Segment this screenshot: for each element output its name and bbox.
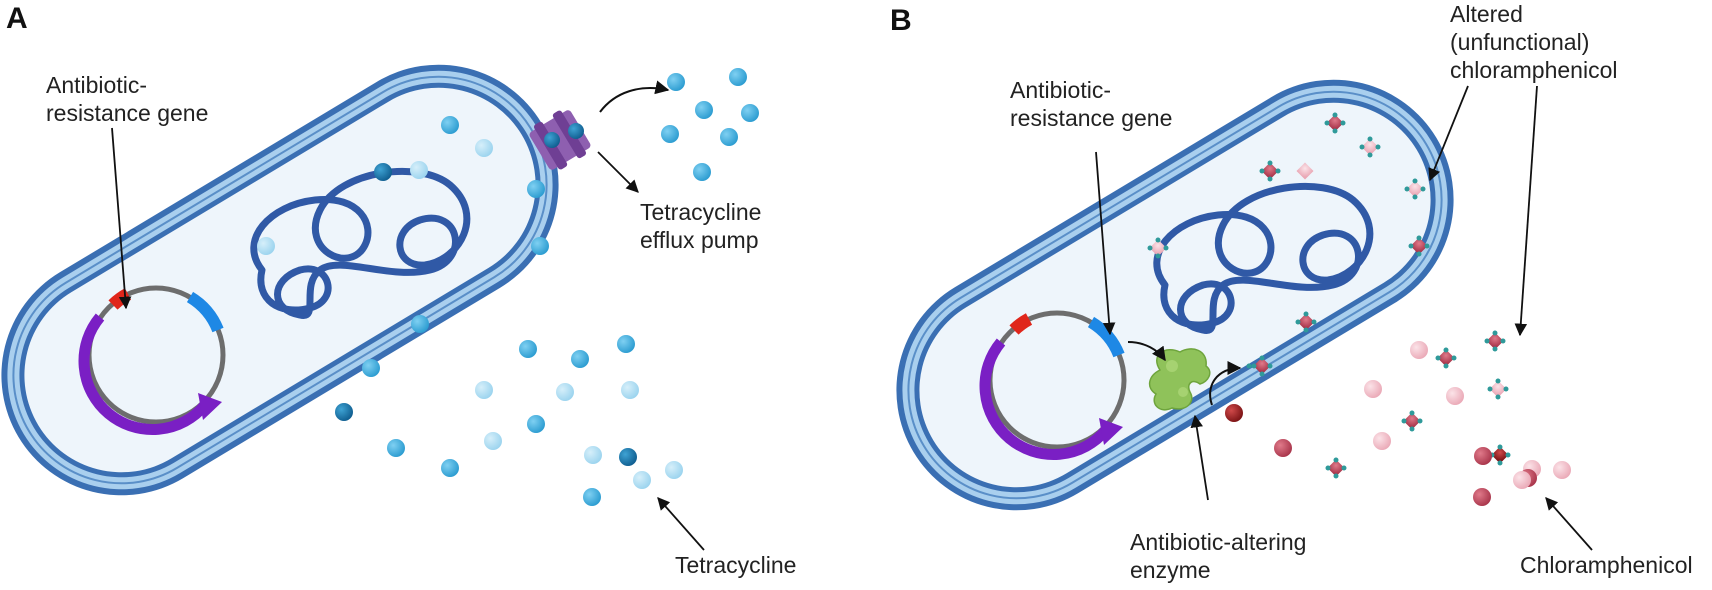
pump-label-pointer	[597, 151, 639, 193]
tetracycline-molecule	[665, 461, 683, 479]
altered-label-pointer-b	[1514, 85, 1538, 337]
chloramphenicol-molecule	[1553, 461, 1571, 479]
chloramphenicol-molecule	[1410, 341, 1428, 359]
tetracycline-molecules	[257, 68, 759, 506]
gene-to-enzyme-arrow	[1127, 341, 1166, 362]
altered-label-line2: (unfunctional)	[1450, 29, 1589, 55]
chloramphenicol-pointer	[1545, 497, 1593, 551]
antibiotic-altering-enzyme-icon	[1148, 348, 1211, 411]
cytoplasm	[919, 102, 1431, 488]
altered-label-line3: chloramphenicol	[1450, 57, 1617, 83]
chromosome-a	[250, 167, 471, 319]
chloramphenicol-molecule	[1473, 488, 1491, 506]
plasmid-arrowhead	[1099, 418, 1123, 445]
chloramphenicol-molecule	[1513, 471, 1531, 489]
altered-label-line1: Altered	[1450, 1, 1523, 27]
plasmid-blue-segment	[1087, 316, 1125, 358]
tetracycline-molecule	[475, 381, 493, 399]
enzyme-action-arrow	[1209, 361, 1242, 406]
tetracycline-molecule	[571, 350, 589, 368]
tetracycline-molecule	[257, 237, 275, 255]
panel-b: B	[890, 1, 1693, 583]
gene-label-b-line2: resistance gene	[1010, 105, 1172, 131]
chloramphenicol-label: Chloramphenicol	[1520, 552, 1693, 578]
tetracycline-molecule	[695, 101, 713, 119]
tetracycline-molecule	[475, 139, 493, 157]
tetracycline-molecule	[583, 488, 601, 506]
tetracycline-label: Tetracycline	[675, 552, 796, 578]
plasmid-a	[78, 285, 226, 435]
tetracycline-molecule	[527, 180, 545, 198]
pump-label-line2: efflux pump	[640, 227, 758, 253]
tetracycline-molecule	[387, 439, 405, 457]
plasmid-arrowhead	[198, 393, 222, 420]
gene-label-pointer-a	[111, 127, 132, 310]
pump-label-line1: Tetracycline	[640, 199, 761, 225]
enzyme-label-pointer	[1190, 414, 1209, 501]
plasmid-red-segment	[1009, 313, 1033, 335]
efflux-arrow	[599, 80, 670, 113]
chloramphenicol-molecule	[1274, 439, 1292, 457]
chloramphenicol-molecule	[1225, 404, 1243, 422]
panel-b-letter: B	[890, 4, 912, 37]
enzyme-label-line2: enzyme	[1130, 557, 1211, 583]
plasmid-purple-segment	[979, 338, 1111, 460]
enzyme-label-line1: Antibiotic-altering	[1130, 529, 1306, 555]
tetracycline-molecule	[633, 471, 651, 489]
tetracycline-molecule	[568, 123, 584, 139]
bacterium-a	[1, 64, 559, 496]
tetracycline-molecule	[544, 132, 560, 148]
tetracycline-molecule	[441, 116, 459, 134]
tetracycline-molecule	[441, 459, 459, 477]
chloramphenicol-molecules	[1147, 112, 1571, 506]
tetracycline-molecule	[335, 403, 353, 421]
chloramphenicol-molecule	[1474, 447, 1492, 465]
tetracycline-molecule	[556, 383, 574, 401]
bacterium-b	[896, 79, 1454, 511]
gene-label-a-line1: Antibiotic-	[46, 72, 147, 98]
panel-a-letter: A	[6, 2, 28, 35]
tetracycline-molecule	[619, 448, 637, 466]
tetracycline-molecule	[527, 415, 545, 433]
chromosome-b	[1153, 182, 1374, 334]
tetracycline-molecule	[720, 128, 738, 146]
tetracycline-molecule	[621, 381, 639, 399]
tetracycline-molecule	[410, 161, 428, 179]
tetracycline-molecule	[531, 237, 549, 255]
chloramphenicol-molecule	[1364, 380, 1382, 398]
tetracycline-molecule	[484, 432, 502, 450]
gene-label-pointer-b	[1095, 151, 1116, 336]
tetracycline-molecule	[374, 163, 392, 181]
chloramphenicol-molecule	[1373, 432, 1391, 450]
tetracycline-molecule	[729, 68, 747, 86]
tetracycline-molecule	[661, 125, 679, 143]
panel-a: A	[1, 2, 796, 578]
tetracycline-molecule	[693, 163, 711, 181]
gene-label-b-line1: Antibiotic-	[1010, 77, 1111, 103]
tetracycline-pointer	[657, 497, 705, 551]
gene-label-a-line2: resistance gene	[46, 100, 208, 126]
chloramphenicol-molecule	[1446, 387, 1464, 405]
molecule-side-groups	[1147, 112, 1511, 479]
plasmid-blue-segment	[186, 291, 224, 333]
tetracycline-molecule	[667, 73, 685, 91]
altered-label-pointer-a	[1428, 85, 1469, 182]
tetracycline-molecule	[617, 335, 635, 353]
plasmid-b	[979, 310, 1127, 460]
tetracycline-molecule	[584, 446, 602, 464]
tetracycline-molecule	[741, 104, 759, 122]
plasmid-purple-segment	[78, 313, 210, 435]
tetracycline-molecule	[411, 315, 429, 333]
tetracycline-molecule	[519, 340, 537, 358]
tetracycline-molecule	[362, 359, 380, 377]
